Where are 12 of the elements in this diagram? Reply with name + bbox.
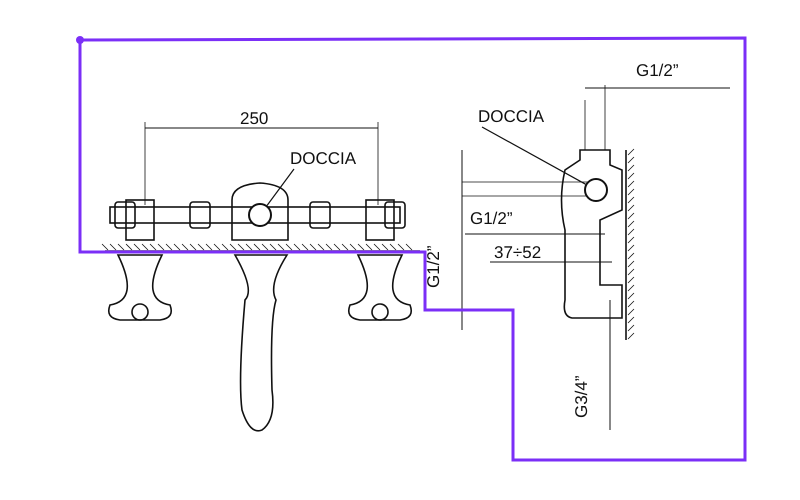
dimension-value: G1/2”: [636, 62, 679, 79]
dimension-value: 250: [240, 110, 268, 127]
dimension-value: G1/2”: [425, 245, 442, 288]
dimension-value: G1/2”: [470, 210, 513, 227]
part-label: DOCCIA: [478, 108, 544, 125]
leader-line: [266, 168, 294, 206]
dimension-value: G3/4”: [573, 375, 590, 418]
outlet-circle: [584, 178, 608, 202]
leader-line: [482, 126, 586, 185]
dimension-value: 37÷52: [494, 244, 542, 261]
outlet-circle: [248, 203, 272, 227]
part-label: DOCCIA: [290, 150, 356, 167]
